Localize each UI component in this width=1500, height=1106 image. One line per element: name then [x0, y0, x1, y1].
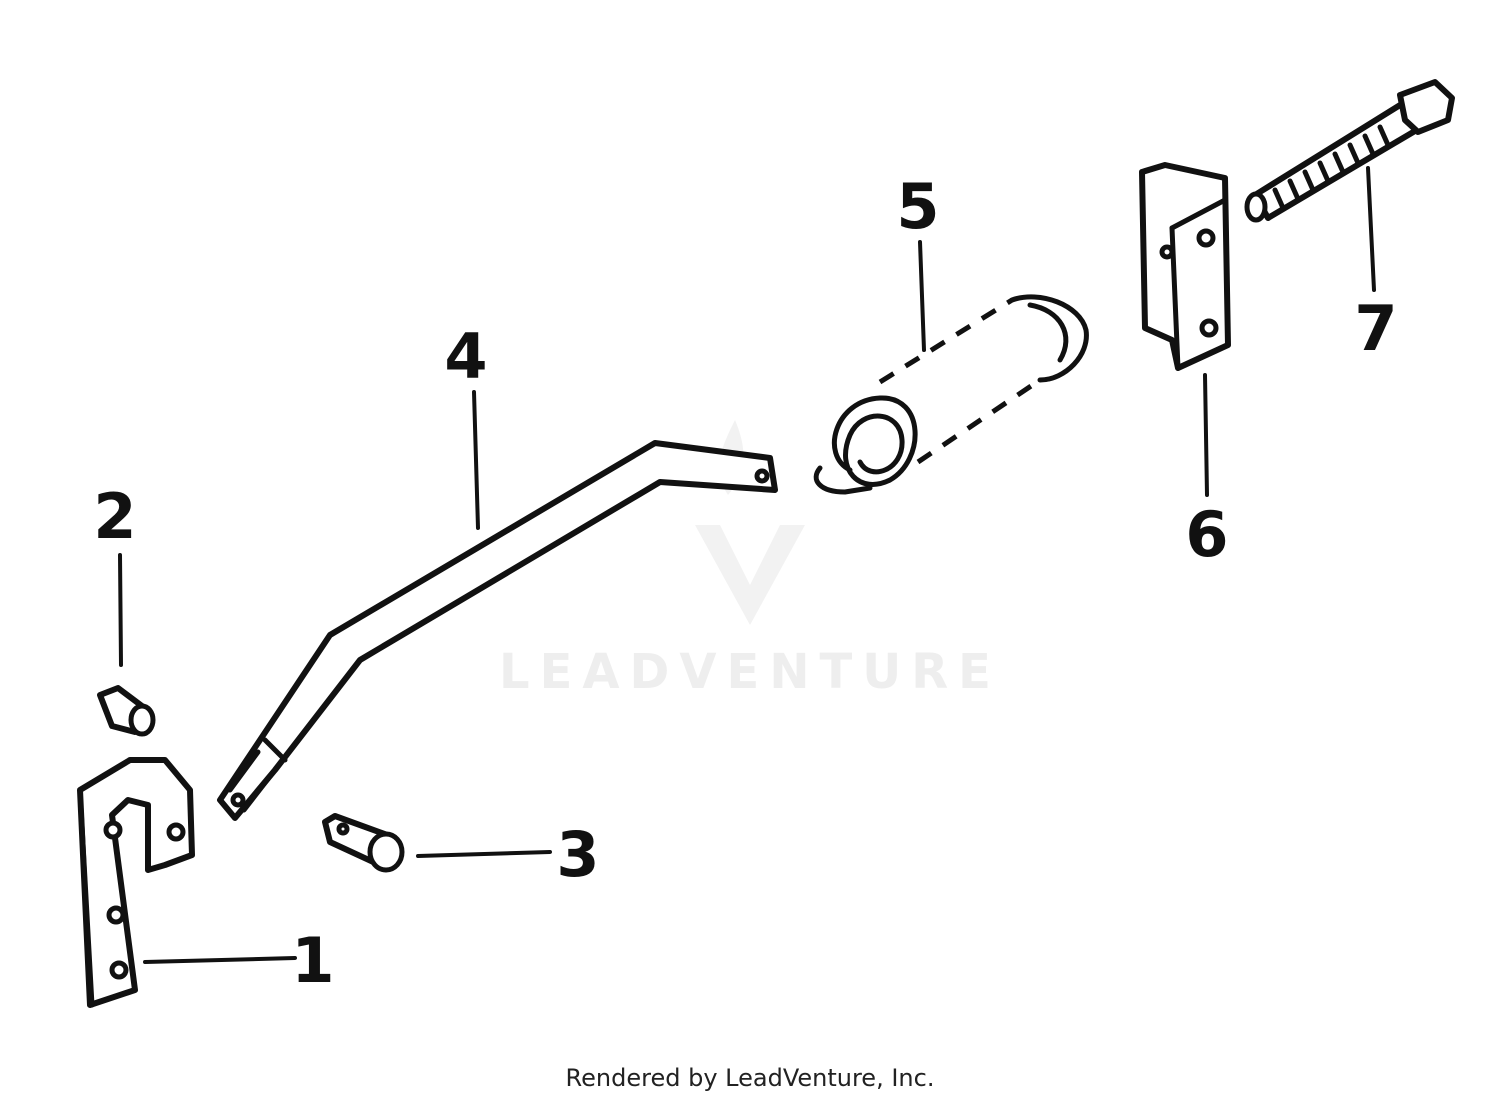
callout-1: 1: [291, 924, 334, 997]
leader-lines: [118, 166, 1376, 964]
leader-6: [1203, 373, 1209, 497]
part-1-bracket: [77, 757, 195, 1008]
leader-7: [1366, 166, 1376, 292]
leader-2: [118, 553, 123, 667]
callout-3: 3: [556, 818, 599, 891]
callout-4: 4: [444, 320, 487, 393]
callout-2: 2: [93, 480, 136, 553]
rendered-by-footer: Rendered by LeadVenture, Inc.: [565, 1064, 935, 1092]
leader-3: [416, 850, 552, 858]
callout-5: 5: [896, 170, 939, 243]
part-2-bushing: [97, 685, 156, 737]
part-3-pin: [322, 813, 405, 873]
watermark-logo: LEADVENTURE: [499, 420, 1001, 700]
callout-6: 6: [1185, 498, 1228, 571]
callout-7: 7: [1354, 292, 1397, 365]
leader-4: [472, 390, 480, 530]
part-5-spring: [813, 294, 1089, 495]
part-4-rod: [217, 440, 778, 821]
leader-1: [143, 956, 297, 964]
part-7-bolt: [1244, 79, 1455, 223]
part-6-bracket: [1139, 162, 1231, 371]
leader-5: [918, 240, 926, 352]
callout-labels: 1 2 3 4 5 6 7: [93, 170, 1397, 997]
watermark-text: LEADVENTURE: [499, 644, 1001, 700]
